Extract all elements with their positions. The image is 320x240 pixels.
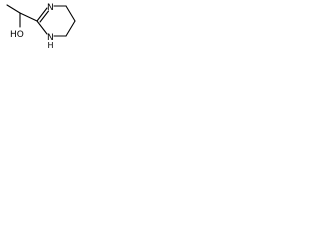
bond-c2-n3-double	[39, 10, 50, 23]
bond-chain-to-ring	[19, 12, 38, 22]
bond-c5-c6	[65, 20, 76, 37]
molecule-structure: HO N N H	[6, 3, 76, 49]
bond-methyl	[6, 4, 21, 14]
bond-c2-n3	[36, 7, 48, 22]
amine-nitrogen-label: N	[47, 33, 54, 43]
imine-nitrogen-label: N	[47, 3, 54, 13]
bond-n1-c2	[36, 20, 48, 35]
bond-c4-c5	[65, 5, 76, 22]
amine-hydrogen-label: H	[48, 41, 54, 49]
hydroxyl-label: HO	[10, 30, 24, 40]
